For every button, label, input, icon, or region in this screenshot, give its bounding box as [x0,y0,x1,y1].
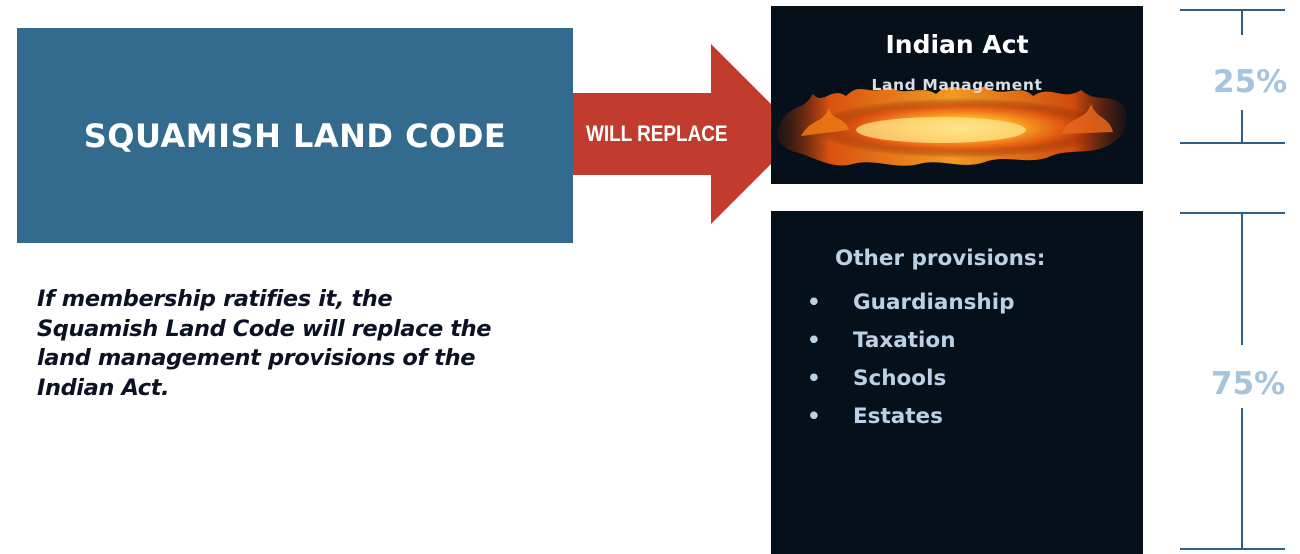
indian-act-share: 25% [1213,64,1288,100]
provision-item: • Taxation [807,322,1015,360]
flame-tongue-left [801,108,849,136]
other-provisions-panel: Other provisions: • Guardianship • Taxat… [771,211,1143,554]
bullet: • [807,366,821,391]
indian-act-subtitle: Land Management [871,76,1043,94]
arrow-label: WILL REPLACE [586,121,728,146]
land-code-title: SQUAMISH LAND CODE [83,116,507,155]
flame-hot [856,117,1026,143]
provision-item: • Schools [807,360,1015,398]
arrow-shape [573,44,801,224]
flame-tongue-right [1061,104,1113,134]
other-provisions-share: 75% [1211,366,1286,402]
land-code-box: SQUAMISH LAND CODE [17,28,573,243]
replace-arrow [573,44,801,224]
indian-act-title: Indian Act [885,30,1029,59]
bullet: • [807,290,821,315]
provision-label: Schools [853,366,947,391]
provision-item: • Estates [807,398,1015,436]
provision-label: Estates [853,404,943,429]
bullet: • [807,328,821,353]
provision-label: Taxation [853,328,956,353]
description-text: If membership ratifies it, the Squamish … [37,286,492,401]
bullet: • [807,404,821,429]
fire-image [776,86,1127,166]
provision-item: • Guardianship [807,284,1015,322]
provisions-list: • Guardianship • Taxation • Schools • Es… [807,284,1015,436]
indian-act-panel: Indian Act Land Management [771,6,1143,184]
share-brackets [1180,9,1285,550]
provision-label: Guardianship [853,290,1015,315]
other-provisions-heading: Other provisions: [835,246,1046,271]
